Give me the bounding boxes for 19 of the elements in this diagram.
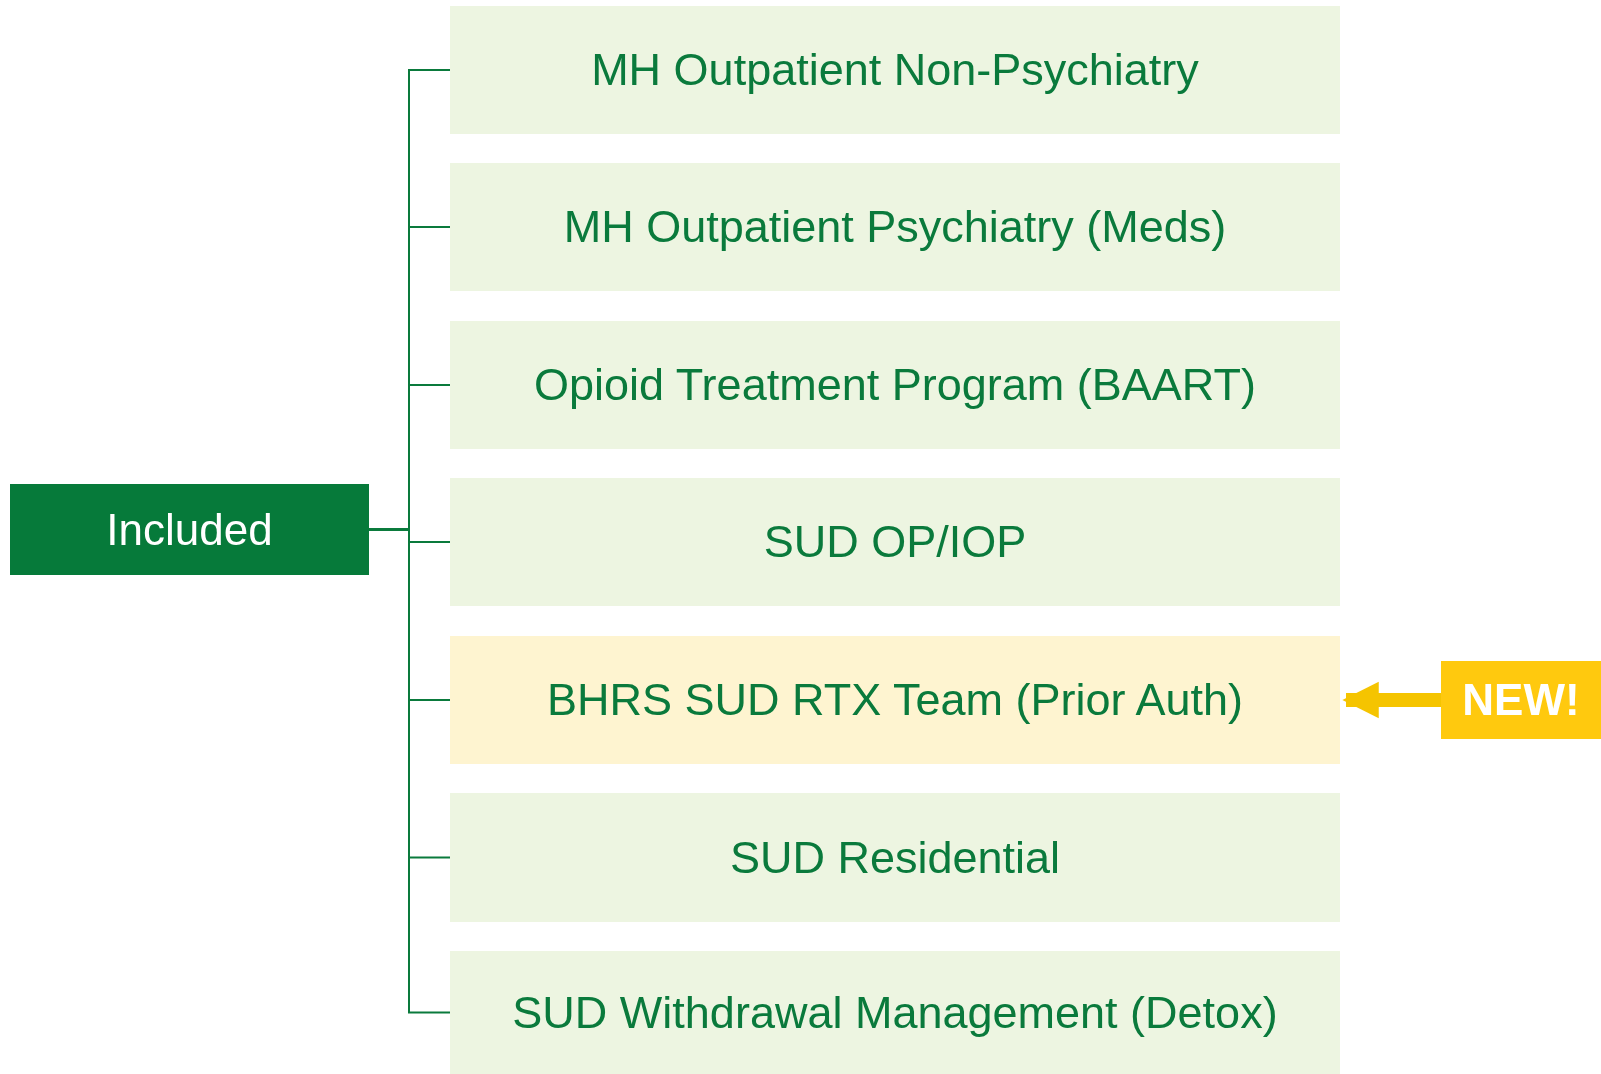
box-label: SUD Withdrawal Management (Detox) [512,986,1278,1039]
box-label: MH Outpatient Psychiatry (Meds) [563,201,1227,253]
root-box [10,484,369,575]
service-box [450,6,1340,134]
new-tag [1441,661,1601,739]
box-label: SUD OP/IOP [763,516,1027,568]
box-label: Opioid Treatment Program (BAART) [534,359,1256,411]
box-label: SUD Residential [729,831,1061,884]
service-box [450,321,1340,449]
arrow [1342,681,1441,719]
box-label: NEW! [1462,675,1580,725]
service-box [450,793,1340,922]
box-label: BHRS SUD RTX Team (Prior Auth) [547,674,1243,726]
service-box [450,163,1340,291]
service-box [450,951,1340,1074]
service-box [450,636,1340,764]
service-box [450,478,1340,606]
box-label: Included [106,504,273,555]
box-label: MH Outpatient Non-Psychiatry [591,44,1199,96]
